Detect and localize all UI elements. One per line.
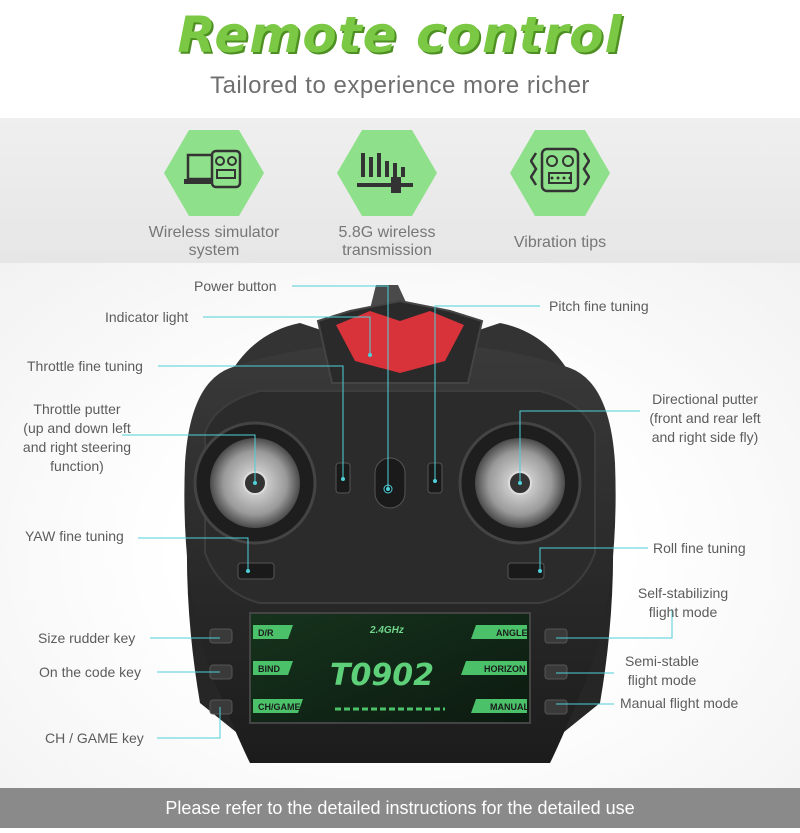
callout-manual-flight: Manual flight mode [620, 695, 739, 711]
remote-controller-illustration: D/R BIND CH/GAME ANGLE HORIZON MANUAL 2.… [122, 285, 673, 763]
ch-game-key [209, 699, 233, 715]
callout-roll-fine-tuning: Roll fine tuning [653, 540, 746, 556]
horizon-key [544, 664, 568, 680]
lcd-band: 2.4GHz [369, 625, 404, 636]
angle-key [544, 628, 568, 644]
feature-hexagon [510, 130, 610, 216]
laptop-controller-icon [184, 149, 242, 189]
feature-label: Vibration tips [513, 234, 607, 251]
callout-pitch-fine-tuning: Pitch fine tuning [549, 298, 649, 314]
callout-throttle-fine-tuning: Throttle fine tuning [27, 358, 143, 374]
callout-dots [246, 353, 542, 573]
lcd-key-label: MANUAL [490, 702, 529, 712]
callout-ch-game-key: CH / GAME key [45, 730, 144, 746]
callout-self-stabilizing: Self-stabilizing flight mode [637, 585, 729, 620]
callout-throttle-putter: Throttle putter (up and down left and ri… [22, 401, 132, 474]
lcd-key-label: BIND [258, 664, 280, 674]
callout-directional-putter: Directional putter (front and rear left … [649, 391, 761, 445]
power-button [336, 311, 464, 373]
lcd-key-label: CH/GAME [258, 702, 301, 712]
callout-leaders [122, 285, 673, 739]
remote-diagram: D/R BIND CH/GAME ANGLE HORIZON MANUAL 2.… [0, 263, 800, 788]
roll-trim-switch [507, 562, 545, 580]
signal-bars-icon [357, 153, 413, 193]
callout-indicator-light: Indicator light [105, 309, 189, 325]
vibrating-controller-icon [530, 147, 590, 193]
size-rudder-key [209, 628, 233, 644]
page-title: Remote control [177, 6, 623, 64]
feature-label: 5.8G wireless transmission [338, 224, 436, 259]
lcd-key-label: HORIZON [484, 664, 526, 674]
footer-note: Please refer to the detailed instruction… [0, 788, 800, 828]
callout-semi-stable: Semi-stable flight mode [625, 653, 699, 688]
feature-band: Wireless simulator system 5.8G wireless … [0, 118, 800, 263]
feature-hexagon [164, 130, 264, 216]
callout-yaw-fine-tuning: YAW fine tuning [25, 528, 124, 544]
feature-wireless-transmission: 5.8G wireless transmission [287, 118, 487, 260]
page-subtitle: Tailored to experience more richer [210, 72, 590, 99]
lcd-key-label: D/R [258, 628, 274, 638]
feature-wireless-simulator: Wireless simulator system [114, 118, 314, 260]
feature-hexagon [337, 130, 437, 216]
lcd-key-label: ANGLE [496, 628, 528, 638]
lcd-model: T0902 [330, 658, 434, 693]
center-slot [374, 457, 406, 509]
yaw-trim-switch [237, 562, 275, 580]
callout-size-rudder-key: Size rudder key [38, 630, 136, 646]
manual-key [544, 699, 568, 715]
feature-label: Wireless simulator system [148, 224, 280, 259]
callout-power-button: Power button [194, 278, 277, 294]
callout-code-key: On the code key [39, 664, 141, 680]
feature-vibration-tips: Vibration tips [460, 118, 660, 252]
